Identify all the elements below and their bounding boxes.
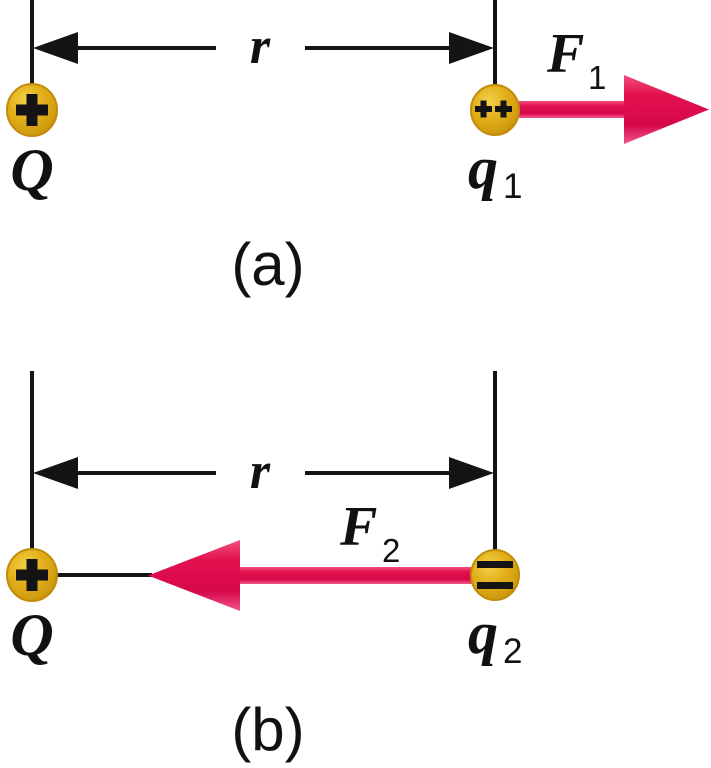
- panel-b-test-charge: [470, 549, 520, 601]
- panel-a: r F 1 Q: [6, 0, 709, 298]
- panel-b: r F 2 Q: [6, 371, 522, 763]
- panel-b-caption: (b): [231, 696, 304, 763]
- panel-b-distance-arrow-left: [33, 457, 216, 489]
- panel-a-test-charge-label-subscript: 1: [503, 167, 522, 206]
- panel-a-distance-label: r: [250, 18, 271, 75]
- panel-b-source-charge: [6, 548, 58, 602]
- panel-a-force-arrow: [498, 75, 709, 144]
- panel-a-caption: (a): [231, 231, 304, 298]
- panel-a-force-label-symbol: F: [546, 23, 584, 85]
- panel-a-force-label: F 1: [546, 23, 606, 96]
- panel-a-source-charge-label: Q: [10, 137, 53, 203]
- panel-a-distance-arrow-right: [305, 32, 494, 64]
- panel-b-distance-label: r: [250, 443, 271, 500]
- panel-a-test-charge-label-symbol: q: [468, 135, 498, 201]
- panel-a-source-charge: [6, 83, 58, 137]
- panel-b-force-label-symbol: F: [339, 496, 377, 558]
- panel-b-force-label: F 2: [339, 496, 400, 569]
- panel-b-force-arrow: [148, 540, 496, 611]
- panel-a-distance-arrow-left: [33, 32, 216, 64]
- panel-b-source-charge-label: Q: [10, 602, 53, 668]
- panel-a-force-label-subscript: 1: [588, 59, 606, 96]
- panel-a-test-charge-label: q 1: [468, 135, 522, 206]
- panel-b-force-label-subscript: 2: [382, 532, 400, 569]
- panel-b-test-charge-label-subscript: 2: [503, 632, 522, 671]
- panel-b-distance-arrow-right: [305, 457, 494, 489]
- panel-a-test-charge: [470, 84, 520, 136]
- panel-b-test-charge-label: q 2: [468, 600, 522, 671]
- panel-b-test-charge-label-symbol: q: [468, 600, 498, 666]
